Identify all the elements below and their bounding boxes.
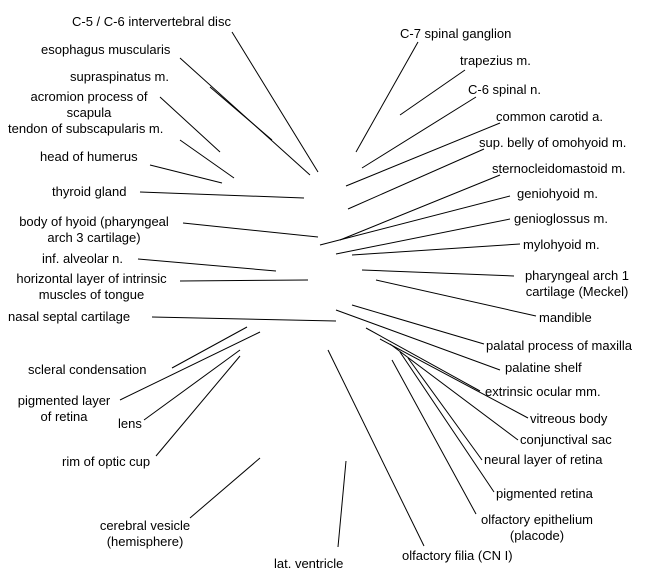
label-pigmented-layer-line2: of retina bbox=[40, 409, 88, 424]
leader-line-inf-alveolar bbox=[137, 258, 277, 272]
label-genioglossus: genioglossus m. bbox=[514, 211, 608, 226]
label-trapezius: trapezius m. bbox=[460, 53, 531, 68]
label-head-of-humerus: head of humerus bbox=[40, 149, 138, 164]
label-thyroid-gland: thyroid gland bbox=[52, 184, 127, 199]
leader-line-sternocleido bbox=[339, 174, 501, 241]
leader-line-conjunctival bbox=[389, 343, 519, 441]
label-olfactory-epi-line2: (placode) bbox=[509, 528, 565, 543]
label-extrinsic-ocular: extrinsic ocular mm. bbox=[485, 384, 601, 399]
leader-line-cerebral-vesicle bbox=[189, 457, 261, 519]
label-mandible: mandible bbox=[539, 310, 592, 325]
label-inf-alveolar-nerve: inf. alveolar n. bbox=[42, 251, 123, 266]
label-acromion-line2: scapula bbox=[66, 105, 112, 120]
label-pigmented-layer: pigmented layer of retina bbox=[16, 393, 112, 425]
label-meckel-line2: cartilage (Meckel) bbox=[525, 284, 629, 299]
leader-line-c7-ganglion bbox=[355, 41, 419, 153]
leader-line-subscapularis bbox=[179, 139, 235, 179]
label-olfactory-epi-line1: olfactory epithelium bbox=[481, 512, 593, 527]
label-vitreous-body: vitreous body bbox=[530, 411, 608, 426]
label-scleral-condensation: scleral condensation bbox=[28, 362, 147, 377]
label-geniohyoid: geniohyoid m. bbox=[517, 186, 598, 201]
label-sternocleidomastoid: sternocleidomastoid m. bbox=[492, 161, 626, 176]
label-mylohyoid: mylohyoid m. bbox=[523, 237, 600, 252]
leader-line-lat-ventricle bbox=[337, 460, 347, 548]
leader-line-geniohyoid bbox=[319, 195, 511, 246]
leader-line-scleral bbox=[171, 326, 248, 369]
leader-line-mandible bbox=[375, 279, 537, 317]
label-horizontal-layer: horizontal layer of intrinsic muscles of… bbox=[4, 271, 179, 303]
label-esophagus-muscularis: esophagus muscularis bbox=[41, 42, 171, 57]
leader-line-olfactory-filia bbox=[327, 349, 425, 547]
label-pigmented-layer-line1: pigmented layer bbox=[17, 393, 111, 408]
leader-line-supraspinatus bbox=[209, 86, 273, 141]
leader-line-pigmented-retina bbox=[399, 351, 495, 493]
label-nasal-septal-cartilage: nasal septal cartilage bbox=[8, 309, 131, 324]
label-body-of-hyoid: body of hyoid (pharyngeal arch 3 cartila… bbox=[6, 214, 182, 246]
label-palatine-shelf: palatine shelf bbox=[505, 360, 582, 375]
leader-line-thyroid bbox=[139, 191, 305, 199]
label-olfactory-filia: olfactory filia (CN I) bbox=[402, 548, 513, 563]
leader-line-vitreous bbox=[379, 338, 529, 419]
leader-line-meckel bbox=[361, 269, 515, 277]
leader-line-c5-c6-disc bbox=[231, 31, 319, 173]
label-horizontal-line1: horizontal layer of intrinsic bbox=[16, 271, 167, 286]
label-neural-layer-retina: neural layer of retina bbox=[484, 452, 603, 467]
label-subscapularis-tendon: tendon of subscapularis m. bbox=[8, 121, 164, 136]
leader-line-palatal bbox=[351, 304, 485, 345]
label-pigmented-retina: pigmented retina bbox=[496, 486, 593, 501]
label-olfactory-epithelium: olfactory epithelium (placode) bbox=[472, 512, 602, 544]
leader-line-trapezius bbox=[399, 69, 466, 116]
label-common-carotid: common carotid a. bbox=[496, 109, 603, 124]
label-cerebral-line1: cerebral vesicle bbox=[99, 518, 191, 533]
leader-line-neural-layer bbox=[407, 357, 483, 461]
label-supraspinatus: supraspinatus m. bbox=[70, 69, 169, 84]
leader-line-genioglossus bbox=[335, 218, 511, 255]
leader-line-olfactory-epithelium bbox=[391, 359, 477, 515]
leader-line-nasal-septal bbox=[151, 316, 337, 322]
leader-line-mylohyoid bbox=[351, 243, 521, 256]
label-c6-spinal-nerve: C-6 spinal n. bbox=[468, 82, 541, 97]
label-acromion-process: acromion process of scapula bbox=[20, 89, 158, 121]
label-cerebral-line2: (hemisphere) bbox=[106, 534, 184, 549]
leader-line-pigmented-layer bbox=[119, 331, 261, 401]
label-palatal-process: palatal process of maxilla bbox=[486, 338, 632, 353]
label-lens: lens bbox=[118, 416, 142, 431]
label-lat-ventricle: lat. ventricle bbox=[274, 556, 344, 571]
leader-line-c6-nerve bbox=[361, 96, 477, 169]
label-meckel-line1: pharyngeal arch 1 bbox=[524, 268, 630, 283]
leader-line-common-carotid bbox=[345, 122, 501, 187]
leader-line-acromion bbox=[159, 96, 221, 153]
label-c5-c6-disc: C-5 / C-6 intervertebral disc bbox=[72, 14, 231, 29]
label-rim-of-optic-cup: rim of optic cup bbox=[62, 454, 151, 469]
leader-line-lens bbox=[143, 349, 241, 421]
leader-line-body-of-hyoid bbox=[182, 222, 319, 238]
label-pharyngeal-arch-1: pharyngeal arch 1 cartilage (Meckel) bbox=[516, 268, 638, 300]
leader-line-horizontal-layer bbox=[179, 279, 309, 282]
label-hyoid-line2: arch 3 cartilage) bbox=[47, 230, 141, 245]
label-cerebral-vesicle: cerebral vesicle (hemisphere) bbox=[88, 518, 202, 550]
label-conjunctival-sac: conjunctival sac bbox=[520, 432, 612, 447]
label-acromion-line1: acromion process of bbox=[30, 89, 148, 104]
label-omohyoid: sup. belly of omohyoid m. bbox=[479, 135, 627, 150]
label-c7-spinal-ganglion: C-7 spinal ganglion bbox=[400, 26, 512, 41]
leader-line-rim-optic-cup bbox=[155, 355, 241, 457]
leader-line-omohyoid bbox=[347, 148, 485, 210]
leader-line-head-of-humerus bbox=[149, 164, 223, 184]
label-hyoid-line1: body of hyoid (pharyngeal bbox=[19, 214, 169, 229]
leader-line-palatine bbox=[335, 309, 501, 371]
leader-line-extrinsic bbox=[365, 327, 481, 392]
label-horizontal-line2: muscles of tongue bbox=[38, 287, 145, 302]
